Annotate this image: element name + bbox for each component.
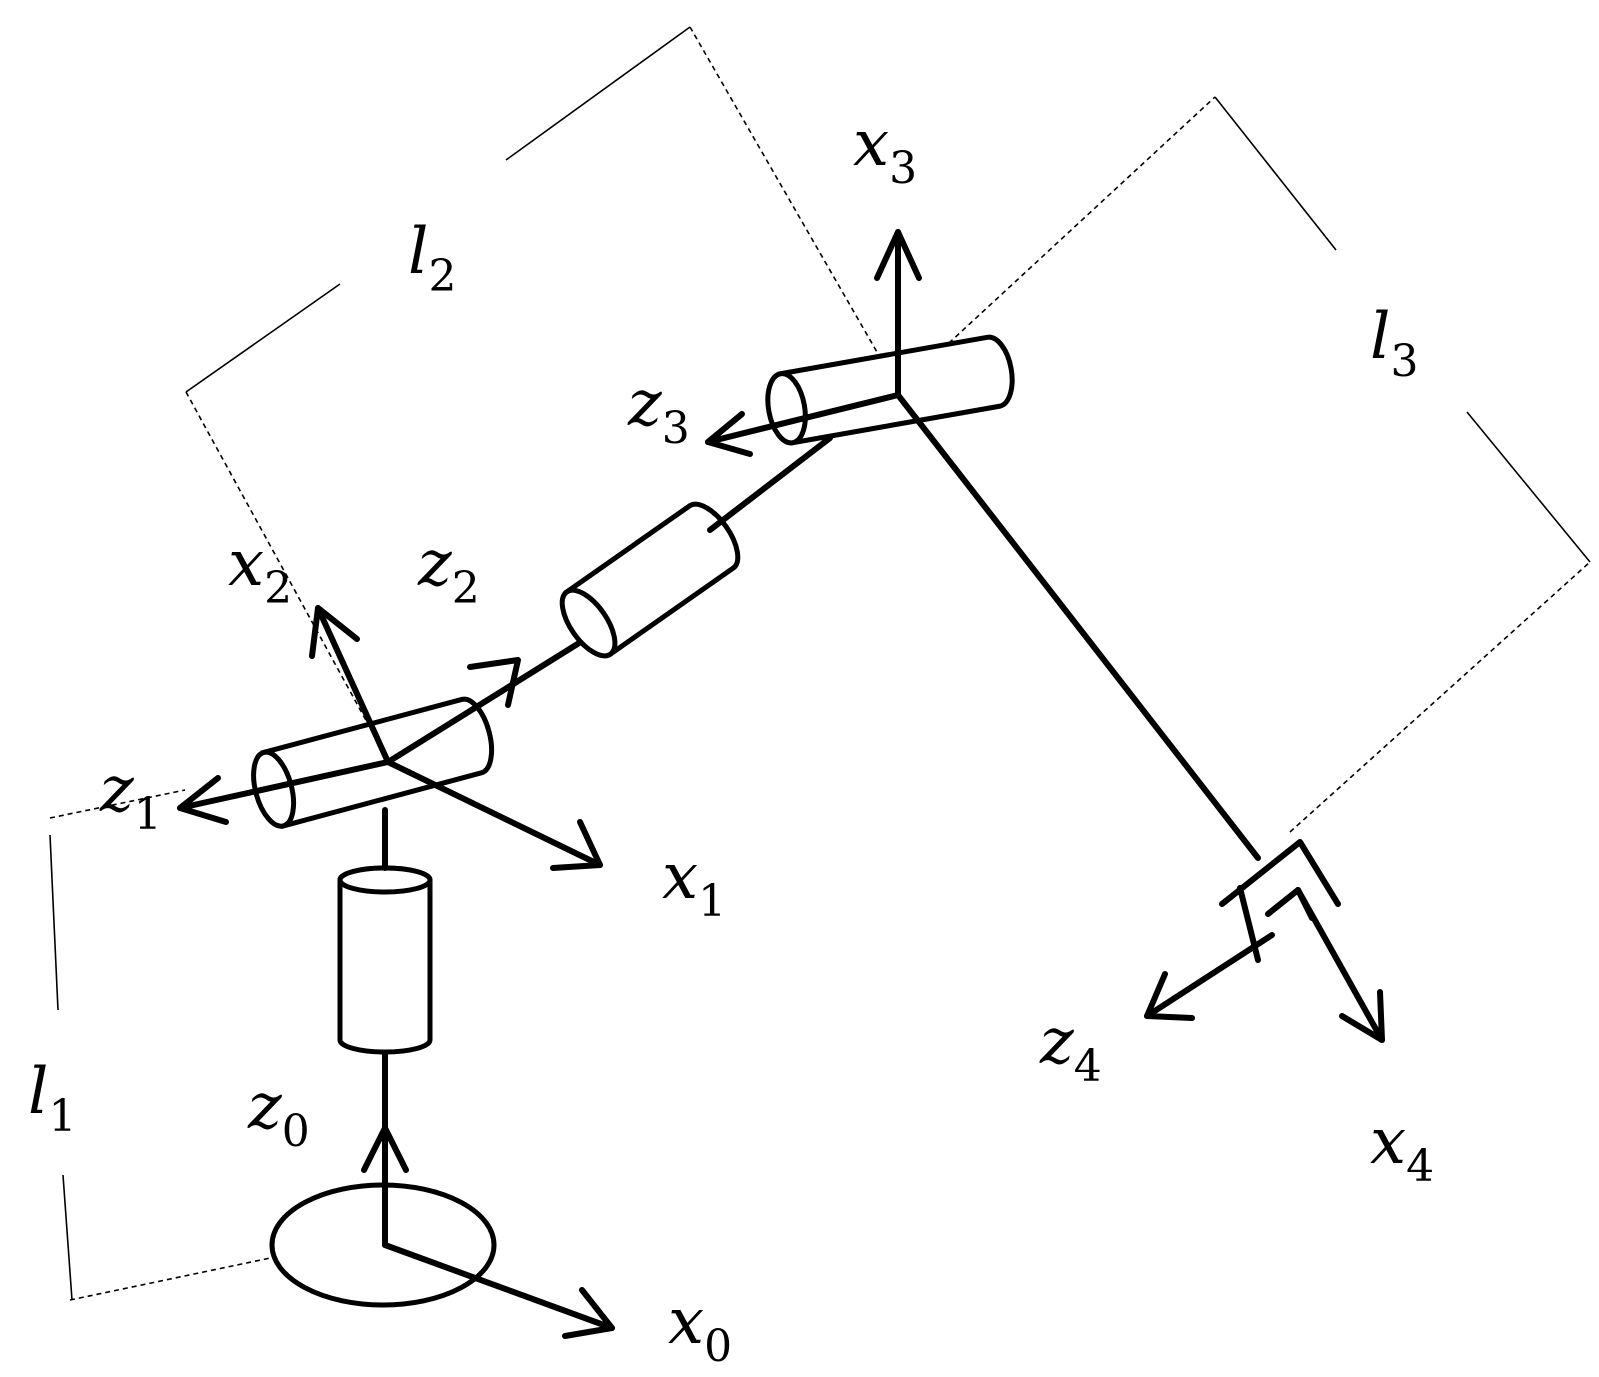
label-z2: z2 [418,527,480,614]
label-z4: z4 [1040,1005,1102,1092]
label-x4: x4 [1370,1105,1435,1192]
label-x0: x0 [668,1285,733,1372]
gripper [1219,839,1341,963]
label-x1: x1 [662,840,727,927]
dimension-l3 [895,96,1591,833]
axis-z1 [177,759,391,825]
dimension-l2 [185,26,901,756]
axis-z4 [1144,932,1275,1021]
axis-x3 [874,229,922,398]
revolute-joint-3 [765,334,1015,446]
axis-x2 [309,605,391,765]
label-l2: l2 [408,215,457,302]
axis-x0 [382,1242,615,1339]
label-l1: l1 [28,1055,77,1142]
axis-x4 [1295,887,1385,1043]
label-x3: x3 [853,107,918,194]
label-z0: z0 [248,1070,310,1157]
prismatic-cylinder-1 [337,865,433,1055]
link-2-upper [707,435,833,533]
label-z3: z3 [628,367,690,454]
axis-z2 [467,657,521,708]
link-3 [895,392,1261,861]
label-x2: x2 [228,527,293,614]
link-2-lower [385,627,603,765]
axis-z3 [705,392,901,457]
prismatic-cylinder-2 [559,501,741,659]
label-l3: l3 [1370,300,1419,387]
label-z1: z1 [100,753,162,840]
axis-x1 [385,759,603,871]
